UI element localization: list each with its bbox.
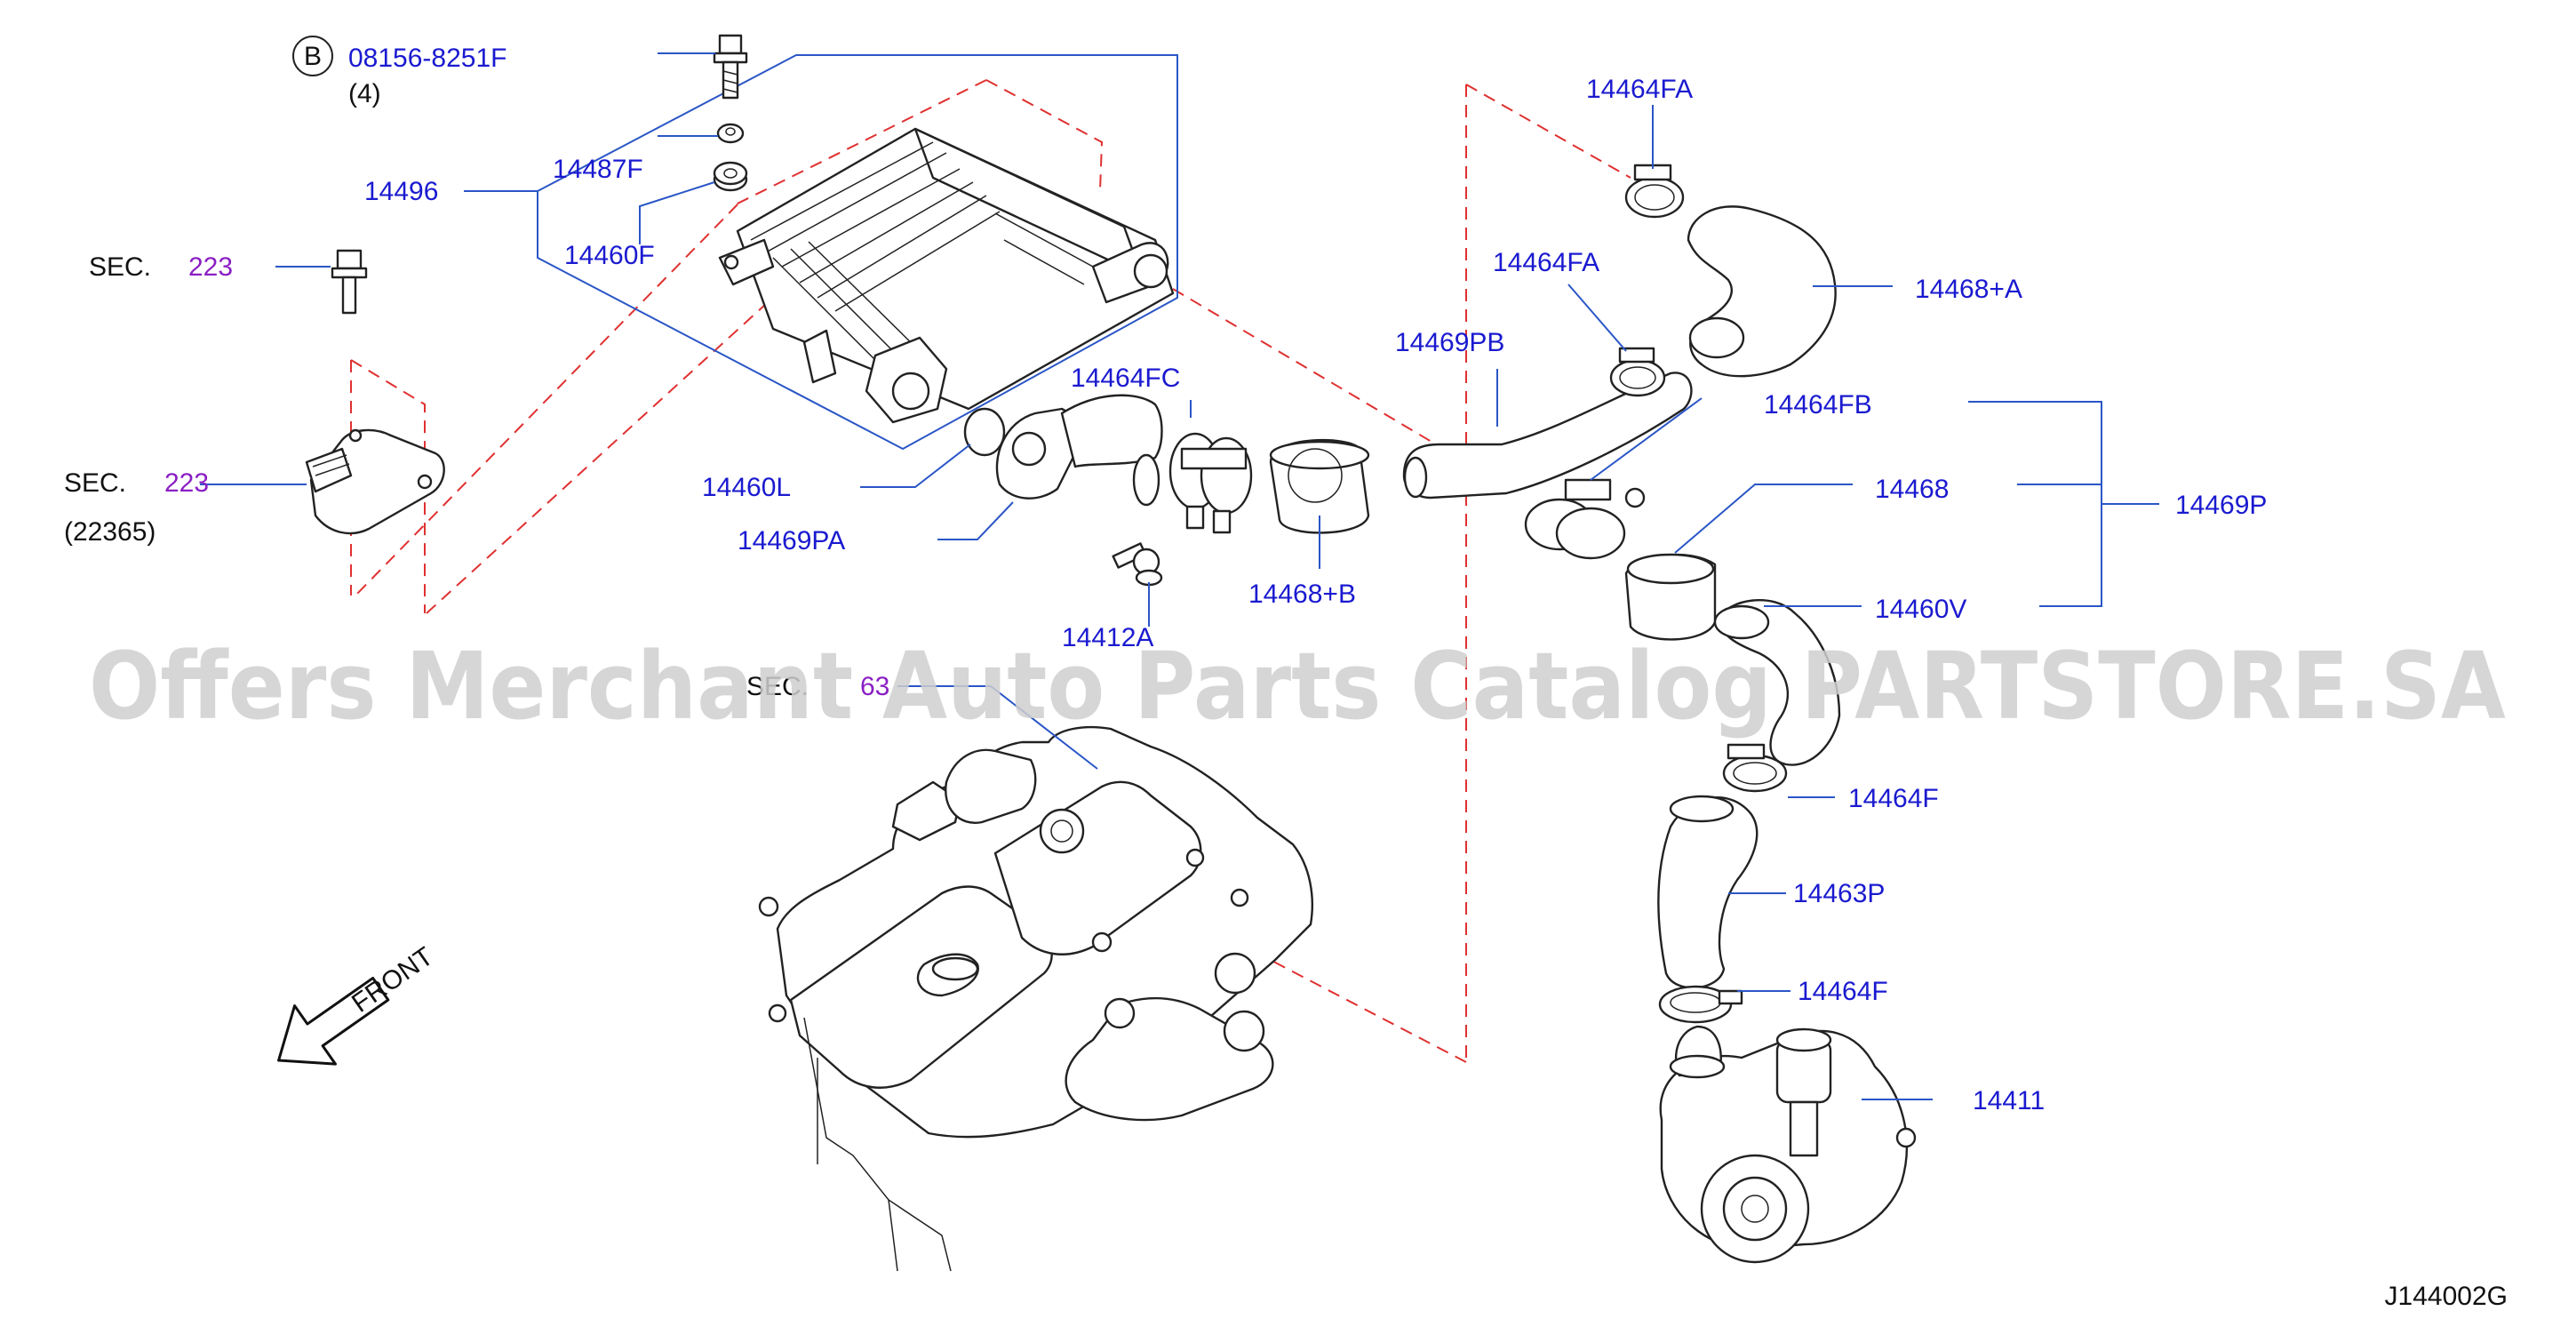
label-14463P[interactable]: 14463P (1793, 879, 1885, 908)
diagram-id: J144002G (2385, 1282, 2508, 1311)
front-arrow-icon (277, 976, 390, 1066)
clamp-14464FA-mid[interactable] (1609, 347, 1666, 397)
hose-14468A[interactable] (1687, 205, 1837, 378)
label-14469PA[interactable]: 14469PA (738, 526, 845, 556)
label-sec-prefix-upper: SEC. (89, 252, 151, 282)
label-14487F[interactable]: 14487F (553, 155, 643, 184)
connector-14469PA[interactable] (995, 394, 1163, 507)
clamp-14464FA-top[interactable] (1624, 164, 1685, 219)
sensor-bolt[interactable] (331, 249, 368, 315)
label-quantity-4: (4) (348, 79, 381, 108)
leader-14496 (537, 54, 1178, 451)
label-14469PB[interactable]: 14469PB (1395, 328, 1504, 357)
bolt-08156-8251F[interactable] (713, 34, 748, 100)
leader-14468 (1674, 484, 1853, 554)
label-14464FB[interactable]: 14464FB (1764, 390, 1872, 420)
engine-assembly[interactable] (758, 725, 1313, 1272)
clamp-14464FB[interactable] (1524, 478, 1646, 560)
bracket-14469P (1968, 401, 2102, 607)
label-14411[interactable]: 14411 (1973, 1086, 2045, 1115)
intercooler-14496[interactable] (718, 127, 1175, 424)
turbocharger-14411[interactable] (1659, 1025, 1917, 1264)
label-14412A[interactable]: 14412A (1062, 623, 1153, 652)
boost-sensor-22365[interactable] (305, 428, 445, 535)
label-14464FC[interactable]: 14464FC (1071, 364, 1180, 393)
label-22365[interactable]: (22365) (64, 517, 156, 547)
washer-14487F[interactable] (716, 123, 745, 144)
label-front: FRONT (347, 941, 439, 1018)
label-sec-63[interactable]: 63 (860, 672, 889, 701)
label-sec-prefix-63: SEC. (746, 672, 809, 701)
leader-sec-63 (897, 685, 1098, 770)
label-14469P[interactable]: 14469P (2175, 491, 2267, 520)
bolt-14412A[interactable] (1112, 542, 1163, 587)
hose-14460V[interactable] (1713, 599, 1841, 766)
label-14460V[interactable]: 14460V (1875, 595, 1966, 624)
clamp-14464F-lower[interactable] (1658, 985, 1743, 1024)
label-08156-8251F[interactable]: 08156-8251F (348, 44, 506, 73)
leader-14460F (639, 181, 715, 244)
leader-14464FA-mid (1567, 284, 1627, 352)
hose-14463P[interactable] (1657, 795, 1759, 989)
label-14496[interactable]: 14496 (364, 177, 438, 206)
label-14464F-lower[interactable]: 14464F (1798, 977, 1888, 1006)
label-14464FA-mid[interactable]: 14464FA (1493, 248, 1599, 277)
label-14464F-upper[interactable]: 14464F (1848, 784, 1939, 813)
clamp-14464FC[interactable] (1168, 432, 1253, 534)
leader-14460L (860, 444, 971, 488)
grommet-14460F[interactable] (713, 161, 748, 192)
label-14460L[interactable]: 14460L (702, 473, 791, 502)
bolt-marker-circle (292, 36, 333, 76)
hose-14468B[interactable] (1269, 438, 1370, 534)
label-14460F[interactable]: 14460F (564, 241, 655, 270)
leader-14469PA (937, 501, 1014, 540)
leader-14464FB (1590, 397, 1703, 481)
clamp-14464F-upper[interactable] (1722, 743, 1788, 793)
label-14464FA-top[interactable]: 14464FA (1586, 75, 1693, 104)
gasket-14460L[interactable] (963, 407, 1006, 457)
pipe-14469PB[interactable] (1402, 372, 1693, 500)
hose-14468[interactable] (1624, 553, 1717, 641)
label-14468A[interactable]: 14468+A (1915, 275, 2022, 304)
label-sec-prefix-lower: SEC. (64, 468, 126, 498)
bolt-marker-letter: B (304, 42, 322, 71)
watermark-text: Offers Merchant Auto Parts Catalog PARTS… (89, 632, 2506, 740)
label-14468B[interactable]: 14468+B (1248, 580, 1356, 609)
label-sec-223-upper[interactable]: 223 (188, 252, 233, 282)
label-sec-223-lower[interactable]: 223 (164, 468, 209, 498)
label-14468[interactable]: 14468 (1875, 475, 1949, 504)
